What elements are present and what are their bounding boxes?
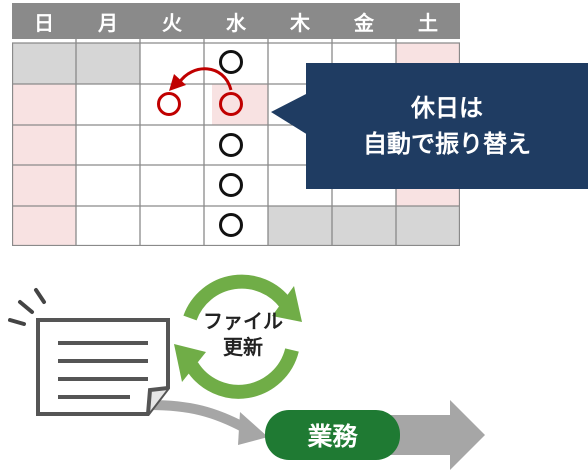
weekday-header-thu: 木: [268, 3, 332, 39]
flow-arrow-icon: [149, 400, 248, 433]
calendar-grid: [12, 39, 460, 246]
weekday-header-wed: 水: [204, 3, 268, 39]
weekday-header-tue: 火: [140, 3, 204, 39]
calendar-cell: [332, 206, 396, 246]
file-update-line-2: 更新: [223, 335, 263, 359]
holiday-circle-mark: [219, 92, 243, 116]
shift-arrow-icon: [169, 67, 233, 91]
callout-line-2: 自動で振り替え: [363, 130, 531, 158]
file-update-label: ファイル 更新: [198, 308, 288, 360]
schedule-circle-mark: [219, 133, 243, 157]
calendar-cell: [396, 206, 460, 246]
file-update-line-1: ファイル: [203, 309, 283, 333]
document-icon: [36, 318, 170, 416]
attention-lines-icon: [8, 288, 46, 326]
auto-transfer-callout: 休日は 自動で振り替え: [306, 63, 588, 189]
task-badge: 業務: [265, 410, 400, 460]
calendar: 日 月 火 水 木 金 土: [12, 3, 460, 246]
weekday-header-fri: 金: [332, 3, 396, 39]
calendar-cell: [12, 43, 76, 84]
shifted-circle-mark: [157, 92, 181, 116]
calendar-cell: [268, 206, 332, 246]
calendar-cell: [76, 43, 140, 84]
weekday-header-sat: 土: [396, 3, 460, 39]
schedule-circle-mark: [219, 50, 243, 74]
callout-line-1: 休日は: [411, 94, 483, 122]
task-arrow-icon: [380, 400, 485, 470]
refresh-cycle-icon: [174, 274, 302, 399]
weekday-header-sun: 日: [12, 3, 76, 39]
weekday-header-mon: 月: [76, 3, 140, 39]
schedule-circle-mark: [219, 213, 243, 237]
schedule-circle-mark: [219, 173, 243, 197]
